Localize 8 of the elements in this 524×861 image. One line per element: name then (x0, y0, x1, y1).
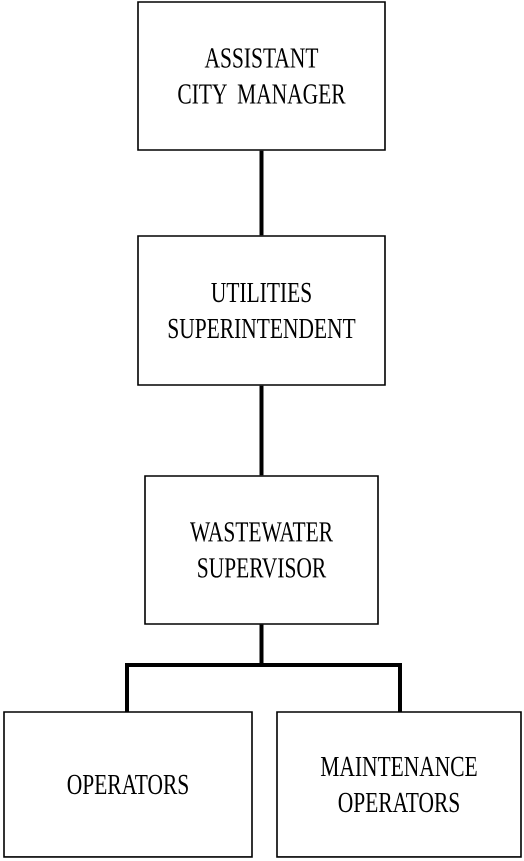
org-box: UTILITIES SUPERINTENDENT (137, 235, 386, 386)
connector-line (260, 624, 402, 712)
org-box: ASSISTANT CITY MANAGER (137, 1, 386, 151)
connector-line (260, 386, 264, 476)
org-box: MAINTENANCE OPERATORS (276, 711, 522, 858)
org-box: WASTEWATER SUPERVISOR (144, 475, 379, 625)
connector-line (260, 150, 264, 236)
org-box: OPERATORS (3, 711, 253, 858)
